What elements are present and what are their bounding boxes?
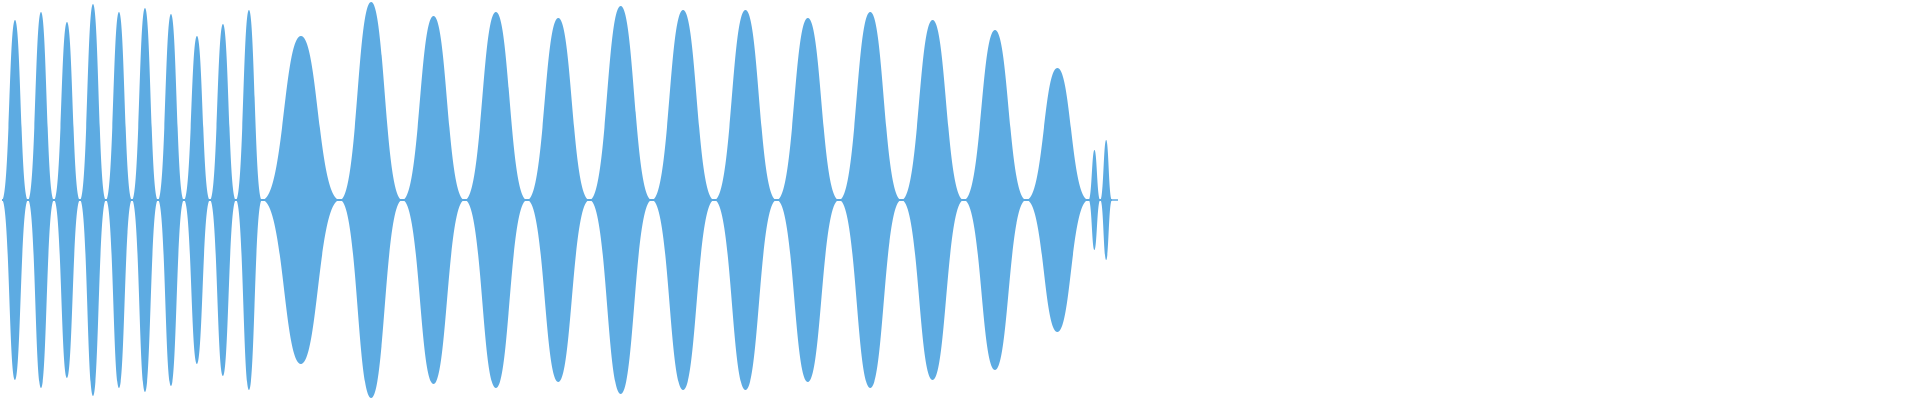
waveform-lobes [2,2,1112,398]
